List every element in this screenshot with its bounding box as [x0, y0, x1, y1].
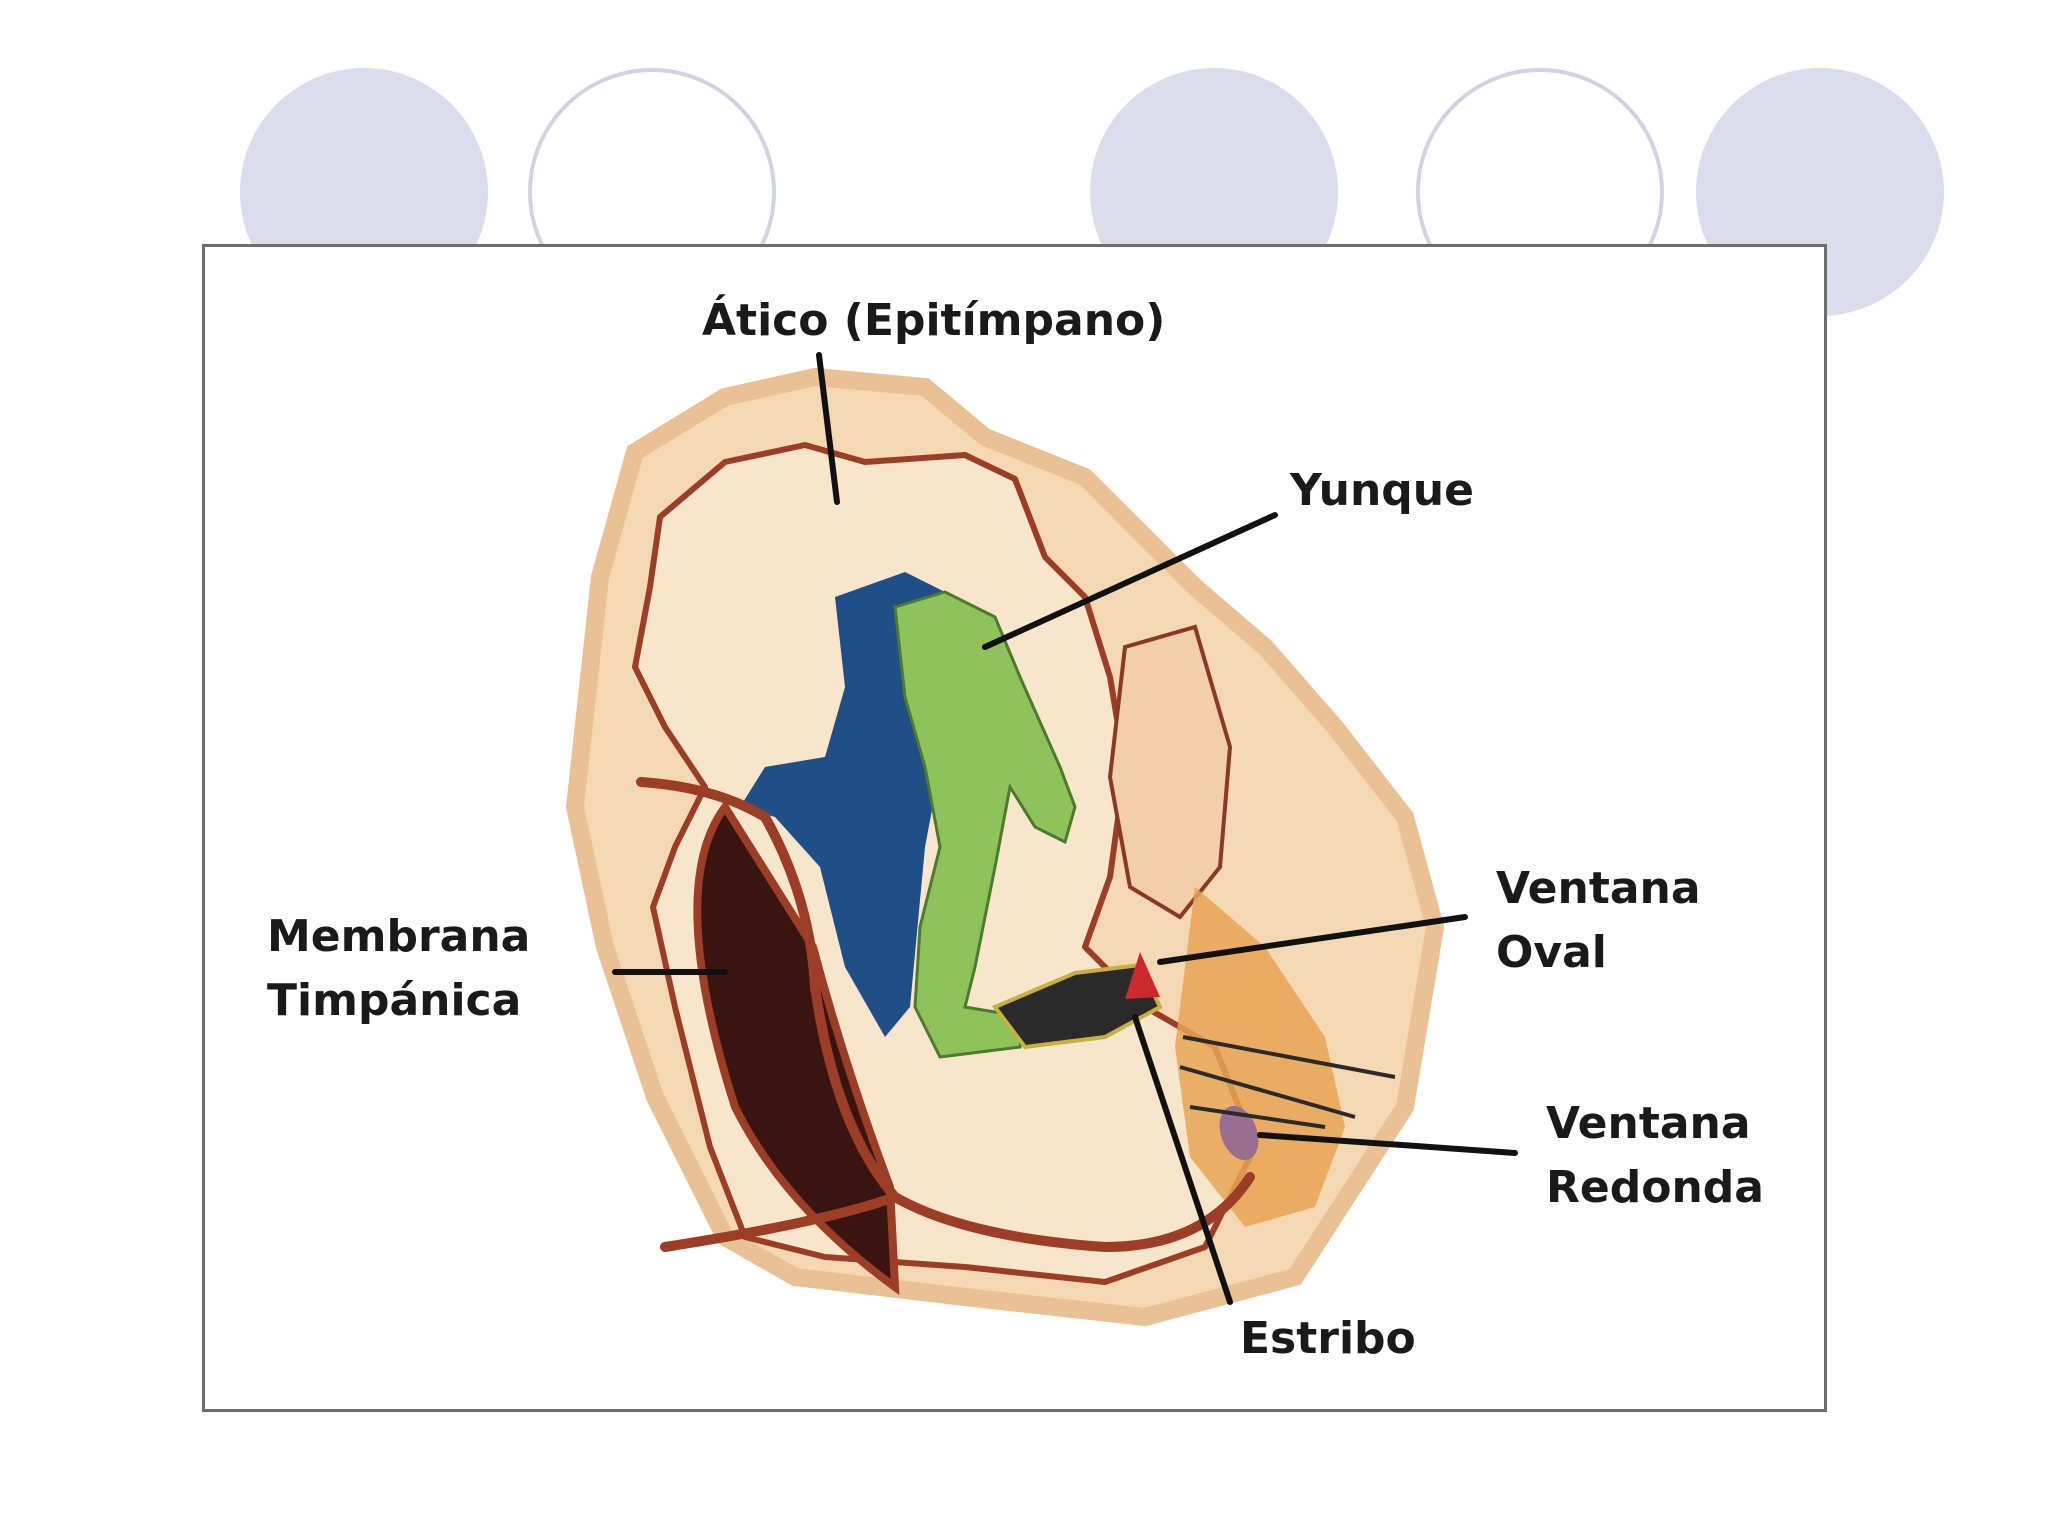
leader-line-attic [816, 352, 840, 505]
stapes [991, 962, 1163, 1050]
oval-window [1125, 952, 1160, 999]
leader-line-stapes [1132, 1014, 1233, 1305]
inner-ear-region [1175, 887, 1345, 1227]
label-incus: Yunque [1290, 465, 1474, 516]
incus [893, 590, 1077, 1059]
label-oval-window-line-1: Ventana [1496, 863, 1701, 914]
label-tympanic-membrane-line-1: Membrana [267, 911, 531, 962]
cochlea-strands [1179, 1035, 1396, 1129]
tympanic-membrane [693, 799, 900, 1296]
malleus [740, 572, 955, 1037]
label-oval-window: Ventana Oval [1496, 857, 1701, 985]
label-tympanic-membrane: Membrana Timpánica [267, 905, 530, 1033]
leader-line-round-window [1257, 1132, 1518, 1156]
diagram-frame: Ático (Epitímpano) Yunque Ventana Oval M… [202, 244, 1827, 1412]
label-attic: Ático (Epitímpano) [702, 295, 1166, 346]
round-window [1219, 1105, 1259, 1161]
label-tympanic-membrane-line-2: Timpánica [267, 975, 522, 1026]
leader-line-oval-window [1157, 914, 1468, 965]
label-round-window: Ventana Redonda [1546, 1092, 1764, 1220]
label-oval-window-line-2: Oval [1496, 927, 1607, 978]
label-round-window-line-1: Ventana [1546, 1098, 1751, 1149]
label-round-window-line-2: Redonda [1546, 1162, 1764, 1213]
label-stapes: Estribo [1240, 1313, 1416, 1364]
ear-canal-wall [636, 777, 1255, 1253]
middle-ear-illustration [565, 352, 1518, 1327]
leader-line-incus [982, 512, 1278, 650]
